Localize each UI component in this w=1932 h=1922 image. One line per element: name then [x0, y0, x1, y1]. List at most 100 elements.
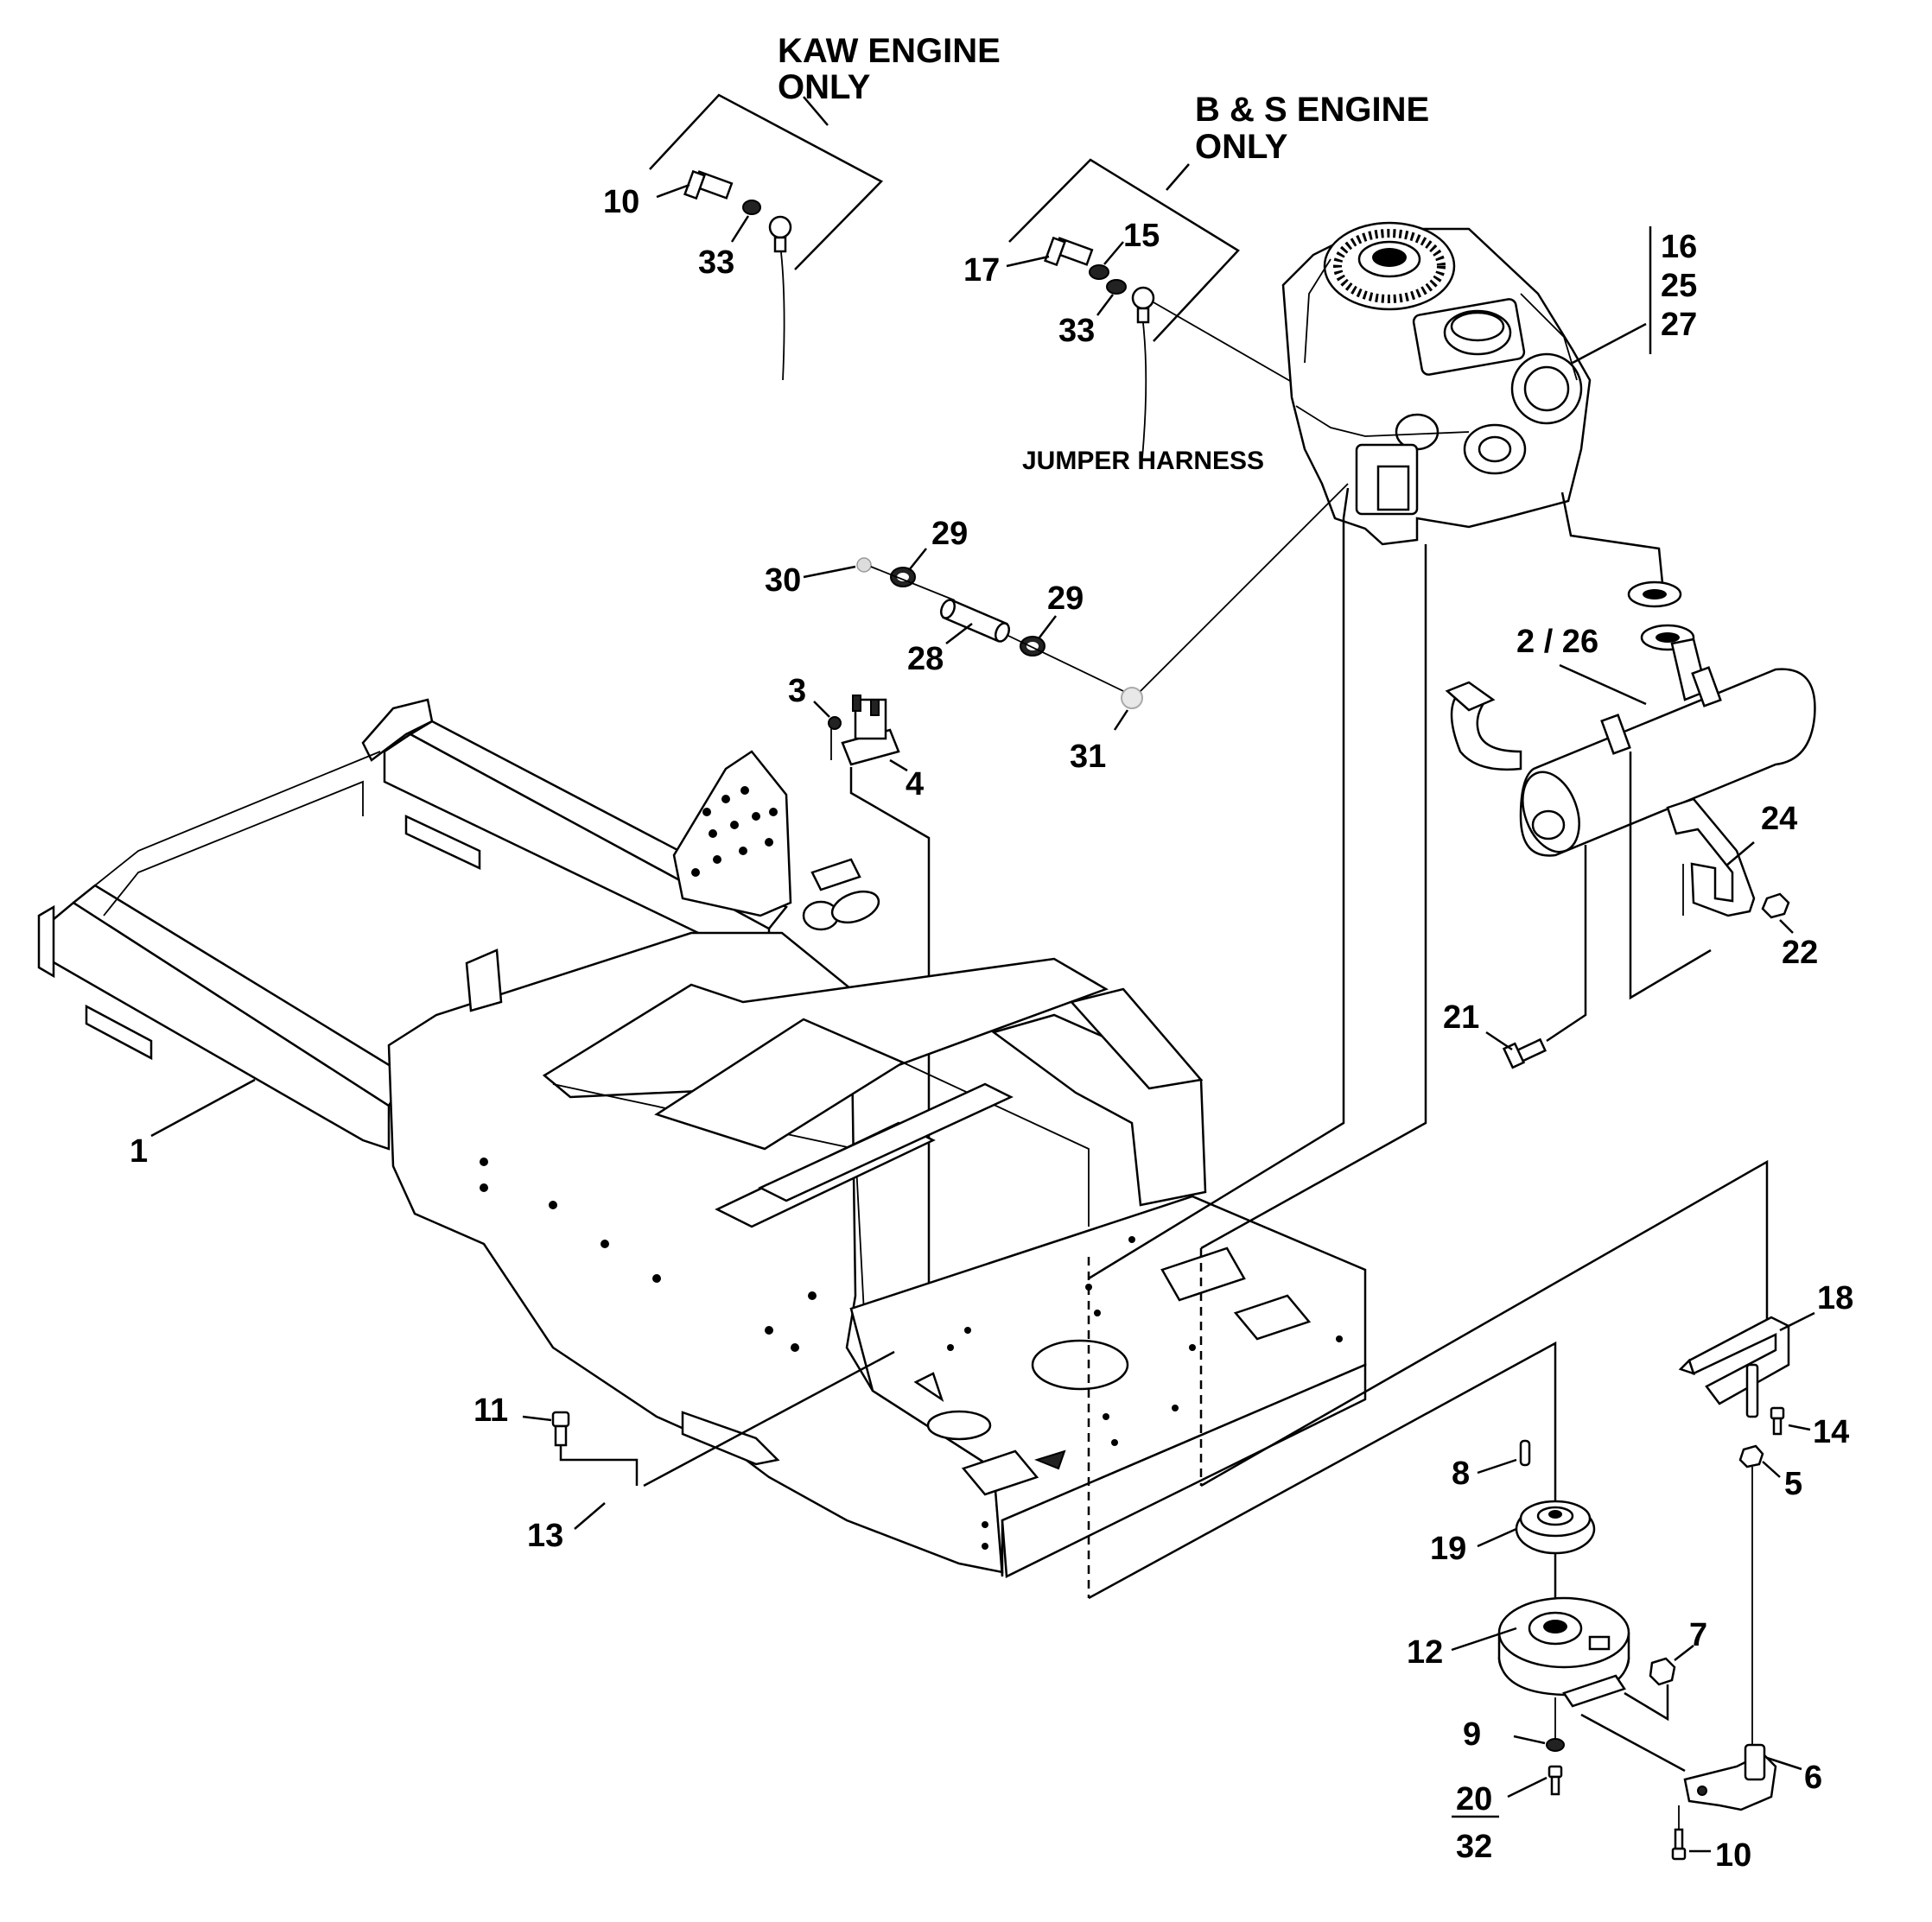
bolt-21 — [1502, 1037, 1548, 1069]
bolt-11-line — [559, 1445, 639, 1486]
bolt-20-32 — [1548, 1765, 1563, 1796]
kaw-washer — [742, 200, 761, 215]
callout-14: 14 — [1813, 1414, 1849, 1450]
callout-3-leader — [813, 701, 830, 718]
callout-19: 19 — [1430, 1531, 1466, 1567]
callout-29b: 29 — [1047, 580, 1084, 617]
callout-24-leader — [1725, 841, 1755, 866]
solenoid-to-frame-line — [849, 767, 931, 1313]
callout-20-leader — [1507, 1776, 1548, 1798]
bs-heading-line1: B & S ENGINE — [1195, 91, 1429, 129]
callout-3: 3 — [788, 673, 806, 709]
bs-engine-group: B & S ENGINE ONLY 17 15 33 JUMPER HARNES… — [963, 91, 1429, 475]
callout-29a-leader — [908, 548, 927, 571]
bolt-11 — [551, 1411, 570, 1447]
callout-13: 13 — [527, 1518, 563, 1554]
pulley-19 — [1515, 1500, 1596, 1555]
callout-10-kaw: 10 — [603, 184, 639, 220]
bracket-mount-line — [1200, 1159, 1769, 1487]
engine-callout-leader — [1572, 322, 1647, 365]
callout-4-leader — [889, 758, 908, 772]
callout-1: 1 — [130, 1133, 148, 1170]
callout-22-leader — [1779, 919, 1794, 934]
callout-7: 7 — [1689, 1617, 1707, 1653]
callout-22: 22 — [1782, 935, 1818, 971]
engine-mount-line-a — [1088, 487, 1350, 1280]
nut-5 — [1738, 1444, 1764, 1468]
callout-13-leader — [574, 1502, 606, 1530]
callout-16: 16 — [1661, 229, 1697, 265]
callout-6-leader — [1766, 1756, 1802, 1771]
callout-6: 6 — [1804, 1760, 1822, 1796]
engine — [1281, 221, 1592, 546]
bs-17-leader — [1006, 255, 1050, 268]
bs-bolt — [1044, 236, 1094, 267]
bolt-13-line — [643, 1350, 895, 1487]
callout-30: 30 — [765, 562, 801, 599]
bs-jumper-wire — [1153, 301, 1297, 385]
callout-15: 15 — [1123, 218, 1160, 254]
callout-2-26: 2 / 26 — [1516, 624, 1598, 660]
callout-9: 9 — [1463, 1716, 1481, 1753]
bolt-21-line — [1546, 845, 1587, 1043]
kaw-engine-group: KAW ENGINE ONLY 10 33 — [603, 32, 1001, 381]
callout-4: 4 — [906, 766, 924, 802]
callout-24: 24 — [1761, 801, 1797, 837]
solenoid-4 — [830, 695, 900, 766]
fitting-30 — [856, 557, 872, 573]
fuel-line-group: 30 29 28 29 31 — [765, 483, 1349, 775]
bs-bracket-leader — [1166, 163, 1190, 191]
clutch-12 — [1497, 1596, 1630, 1708]
callout-30-leader — [803, 565, 856, 579]
callout-14-leader — [1788, 1424, 1811, 1431]
callout-21-leader — [1485, 1031, 1513, 1051]
callout-21: 21 — [1443, 999, 1479, 1036]
kaw-wire — [780, 251, 785, 381]
callout-18-leader — [1779, 1311, 1815, 1332]
callout-28-leader — [945, 623, 973, 644]
bs-washer-33 — [1106, 279, 1127, 295]
hose-28 — [940, 599, 1010, 643]
callout-29a: 29 — [931, 516, 968, 552]
bracket-6 — [1683, 1743, 1777, 1811]
bs-washer-15 — [1089, 264, 1109, 280]
bs-15-leader — [1103, 241, 1124, 265]
callout-2-26-leader — [1559, 663, 1647, 706]
muffler-2-26 — [1445, 637, 1816, 857]
muffler-mount-line — [1629, 752, 1712, 1000]
callout-8: 8 — [1452, 1456, 1470, 1492]
fitting-31 — [1121, 687, 1143, 709]
bs-ring-terminal — [1131, 286, 1155, 310]
kaw-heading-line2: ONLY — [778, 68, 871, 106]
callout-5: 5 — [1784, 1466, 1802, 1502]
nut-7 — [1649, 1657, 1676, 1686]
nut-7-line — [1624, 1684, 1669, 1722]
kaw-bracket — [649, 93, 884, 270]
pin-8 — [1519, 1439, 1531, 1467]
bracket-24 — [1666, 797, 1756, 917]
muffler-group: 2 / 26 — [1445, 492, 1816, 857]
callout-25: 25 — [1661, 268, 1697, 304]
callout-12: 12 — [1407, 1634, 1443, 1671]
callout-17: 17 — [963, 252, 1000, 289]
kaw-ring-terminal — [768, 215, 792, 239]
callout-12-leader — [1451, 1627, 1517, 1652]
callout-7-leader — [1674, 1645, 1694, 1661]
callout-5-leader — [1762, 1461, 1781, 1478]
bs-wire — [1141, 322, 1147, 459]
callout-29b-leader — [1039, 615, 1057, 638]
bs-heading-line2: ONLY — [1195, 128, 1288, 166]
callout-8-leader — [1477, 1458, 1517, 1475]
callout-10-bottom: 10 — [1715, 1837, 1751, 1874]
bracket-6-line — [1580, 1713, 1686, 1773]
screw-14 — [1770, 1406, 1785, 1436]
callout-31-leader — [1113, 709, 1129, 731]
jumper-harness-label: JUMPER HARNESS — [1022, 447, 1264, 475]
fuel-line-to-engine — [1140, 483, 1349, 692]
screw-3 — [828, 716, 842, 730]
kaw-bracket-leader — [803, 96, 829, 126]
callout-33-bs: 33 — [1058, 313, 1095, 349]
kaw-heading-line1: KAW ENGINE — [778, 32, 1001, 70]
bracket-18 — [1678, 1316, 1790, 1418]
